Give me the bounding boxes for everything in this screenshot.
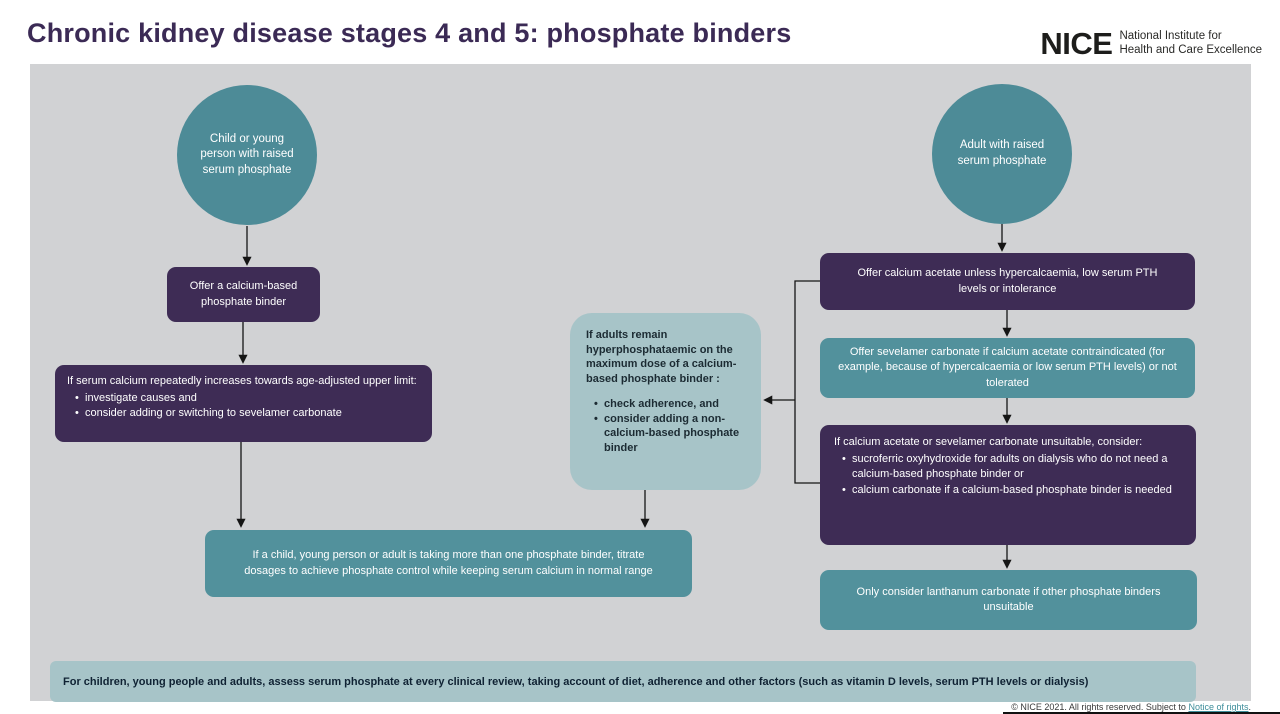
box-adults-remain-intro: If adults remain hyperphosphataemic on t… — [586, 329, 737, 385]
nice-tagline-line2: Health and Care Excellence — [1119, 44, 1262, 56]
box-serum-calcium-intro: If serum calcium repeatedly increases to… — [67, 375, 417, 387]
bullet-item: consider adding a non-calcium-based phos… — [592, 412, 745, 456]
box-sevelamer-carbonate: Offer sevelamer carbonate if calcium ace… — [820, 338, 1195, 398]
bullet-item: check adherence, and — [592, 397, 745, 412]
nice-logo: NICE National Institute for Health and C… — [1040, 26, 1262, 62]
start-circle-child-label: Child or young person with raised serum … — [200, 132, 294, 176]
bullet-item: calcium carbonate if a calcium-based pho… — [840, 483, 1182, 498]
copyright-text: © NICE 2021. All rights reserved. Subjec… — [1011, 702, 1186, 712]
footer-note-label: For children, young people and adults, a… — [63, 675, 1089, 688]
box-unsuitable-bullets: sucroferric oxyhydroxide for adults on d… — [834, 452, 1182, 498]
start-circle-child: Child or young person with raised serum … — [177, 85, 317, 225]
bottom-edge-line — [1003, 712, 1280, 714]
box-calcium-acetate: Offer calcium acetate unless hypercalcae… — [820, 253, 1195, 310]
box-serum-calcium-bullets: investigate causes and consider adding o… — [67, 391, 420, 422]
box-calcium-acetate-label: Offer calcium acetate unless hypercalcae… — [857, 267, 1158, 295]
box-adults-remain-hyperphosphataemic: If adults remain hyperphosphataemic on t… — [570, 313, 761, 490]
bullet-item: investigate causes and — [73, 391, 420, 406]
box-acetate-sevelamer-unsuitable: If calcium acetate or sevelamer carbonat… — [820, 425, 1196, 545]
bullet-item: consider adding or switching to sevelame… — [73, 406, 420, 421]
nice-logo-wordmark: NICE — [1040, 26, 1113, 61]
start-circle-adult-label: Adult with raised serum phosphate — [957, 139, 1047, 167]
nice-tagline-line1: National Institute for — [1119, 30, 1222, 43]
box-lanthanum-carbonate-label: Only consider lanthanum carbonate if oth… — [856, 585, 1161, 613]
box-sevelamer-carbonate-label: Offer sevelamer carbonate if calcium ace… — [838, 346, 1177, 389]
page-title: Chronic kidney disease stages 4 and 5: p… — [27, 18, 792, 48]
box-titrate-dosages-label: If a child, young person or adult is tak… — [244, 549, 653, 577]
notice-of-rights-link[interactable]: Notice of rights — [1188, 702, 1249, 712]
copyright-line: © NICE 2021. All rights reserved. Subjec… — [1011, 702, 1251, 712]
nice-logo-tagline: National Institute for Health and Care E… — [1119, 30, 1262, 58]
copyright-suffix: . — [1248, 702, 1251, 712]
box-titrate-dosages: If a child, young person or adult is tak… — [205, 530, 692, 597]
box-serum-calcium-increase: If serum calcium repeatedly increases to… — [55, 365, 432, 442]
box-unsuitable-intro: If calcium acetate or sevelamer carbonat… — [834, 436, 1143, 448]
box-offer-calcium-based-binder-label: Offer a calcium-based phosphate binder — [189, 280, 298, 308]
box-lanthanum-carbonate: Only consider lanthanum carbonate if oth… — [820, 570, 1197, 630]
start-circle-adult: Adult with raised serum phosphate — [932, 84, 1072, 224]
footer-note-bar: For children, young people and adults, a… — [50, 661, 1196, 702]
box-offer-calcium-based-binder: Offer a calcium-based phosphate binder — [167, 267, 320, 322]
box-adults-remain-bullets: check adherence, and consider adding a n… — [586, 397, 745, 455]
bullet-item: sucroferric oxyhydroxide for adults on d… — [840, 452, 1182, 482]
